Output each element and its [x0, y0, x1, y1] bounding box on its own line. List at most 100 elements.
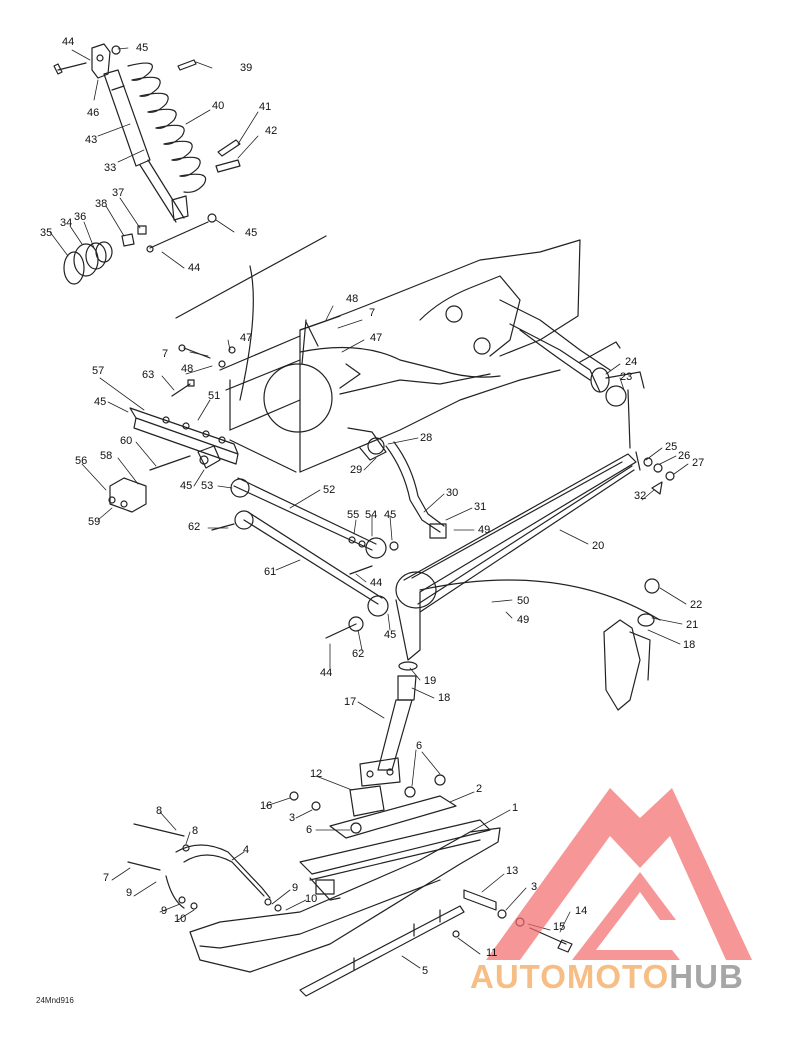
callout-label: 7 — [162, 348, 169, 360]
callout-label: 49 — [478, 524, 491, 536]
callout-label: 38 — [95, 198, 108, 210]
callout-label: 9 — [161, 905, 168, 917]
callout-label: 61 — [264, 566, 277, 578]
callout-label: 53 — [201, 480, 214, 492]
callout-label: 32 — [634, 490, 647, 502]
callout-label: 57 — [92, 365, 105, 377]
callout-label: 22 — [690, 599, 703, 611]
callout-label: 9 — [126, 887, 133, 899]
callout-label: 40 — [212, 100, 225, 112]
callout-label: 8 — [192, 825, 199, 837]
callout-label: 4 — [243, 844, 250, 856]
callout-label: 3 — [531, 881, 538, 893]
callout-label: 19 — [424, 675, 437, 687]
callout-label: 6 — [306, 824, 313, 836]
brand-suffix: HUB — [669, 958, 744, 995]
callout-label: 58 — [100, 450, 113, 462]
callout-label: 35 — [40, 227, 53, 239]
callout-label: 10 — [305, 893, 318, 905]
callout-label: 48 — [346, 293, 359, 305]
callout-label: 1 — [512, 802, 519, 814]
leader-lines-lower — [81, 305, 689, 969]
callout-label: 15 — [553, 921, 566, 933]
callout-label: 47 — [240, 332, 253, 344]
front-crossmember — [108, 344, 239, 513]
callout-label: 45 — [136, 42, 149, 54]
callout-label: 11 — [486, 947, 498, 959]
callout-label: 37 — [112, 187, 125, 199]
callout-label: 23 — [620, 371, 633, 383]
callout-label: 9 — [292, 882, 299, 894]
callout-label: 60 — [120, 435, 133, 447]
callout-label: 33 — [104, 162, 117, 174]
callout-label: 44 — [188, 262, 201, 274]
callout-label: 5 — [422, 965, 429, 977]
callout-label: 63 — [142, 369, 155, 381]
brand-prefix: AUTOMOTO — [470, 958, 670, 995]
callout-label: 3 — [289, 812, 296, 824]
callout-label: 24 — [625, 356, 638, 368]
callout-label: 41 — [259, 101, 272, 113]
trailing-arm — [395, 389, 675, 711]
callout-label: 51 — [208, 390, 221, 402]
coil-spring — [127, 62, 207, 193]
callout-label: 16 — [260, 800, 273, 812]
callout-label: 49 — [517, 614, 530, 626]
callout-label: 17 — [344, 696, 357, 708]
callout-label: 44 — [370, 577, 383, 589]
callout-label: 2 — [476, 783, 483, 795]
callout-label: 59 — [88, 516, 101, 528]
callout-label: 7 — [369, 307, 376, 319]
callout-label: 44 — [62, 36, 75, 48]
callout-label: 62 — [188, 521, 201, 533]
callout-label: 39 — [240, 62, 253, 74]
callout-label: 12 — [310, 768, 323, 780]
callout-label: 7 — [103, 872, 110, 884]
callout-label: 45 — [384, 629, 397, 641]
callout-label: 29 — [350, 464, 363, 476]
spindle — [359, 661, 418, 787]
callout-label: 45 — [384, 509, 397, 521]
callout-label: 26 — [678, 450, 691, 462]
callout-label: 8 — [156, 805, 163, 817]
callout-label: 34 — [60, 217, 73, 229]
callout-label: 42 — [265, 125, 278, 137]
callout-label: 27 — [692, 457, 705, 469]
callout-label: 31 — [474, 501, 487, 513]
callout-label: 18 — [438, 692, 451, 704]
callout-label: 45 — [180, 480, 193, 492]
watermark-brand-text: AUTOMOTOHUB — [470, 958, 744, 996]
callout-label: 48 — [181, 363, 194, 375]
callout-label: 46 — [87, 107, 100, 119]
callout-label: 6 — [416, 740, 423, 752]
callout-label: 14 — [575, 905, 588, 917]
callout-label: 47 — [370, 332, 383, 344]
leader-lines — [49, 47, 259, 269]
callout-label: 50 — [517, 595, 530, 607]
callout-label: 56 — [75, 455, 88, 467]
chassis-frame — [175, 235, 645, 473]
figure-code: 24Mnd916 — [36, 996, 74, 1005]
radius-rods — [211, 441, 447, 639]
callout-label: 44 — [320, 667, 333, 679]
callout-label: 13 — [506, 865, 519, 877]
callout-label: 18 — [683, 639, 696, 651]
callout-label: 25 — [665, 441, 678, 453]
callout-label: 45 — [245, 227, 258, 239]
callout-label: 52 — [323, 484, 336, 496]
callout-label: 54 — [365, 509, 378, 521]
ski-assembly — [127, 774, 573, 997]
callout-label: 43 — [85, 134, 98, 146]
callout-label: 28 — [420, 432, 433, 444]
callout-label: 62 — [352, 648, 365, 660]
callout-label: 30 — [446, 487, 459, 499]
callout-label: 10 — [174, 913, 187, 925]
shock-absorber-assembly — [53, 43, 241, 285]
callout-label: 36 — [74, 211, 87, 223]
callout-label: 21 — [686, 619, 699, 631]
callout-label: 55 — [347, 509, 360, 521]
callout-label: 45 — [94, 396, 107, 408]
callout-label: 20 — [592, 540, 605, 552]
